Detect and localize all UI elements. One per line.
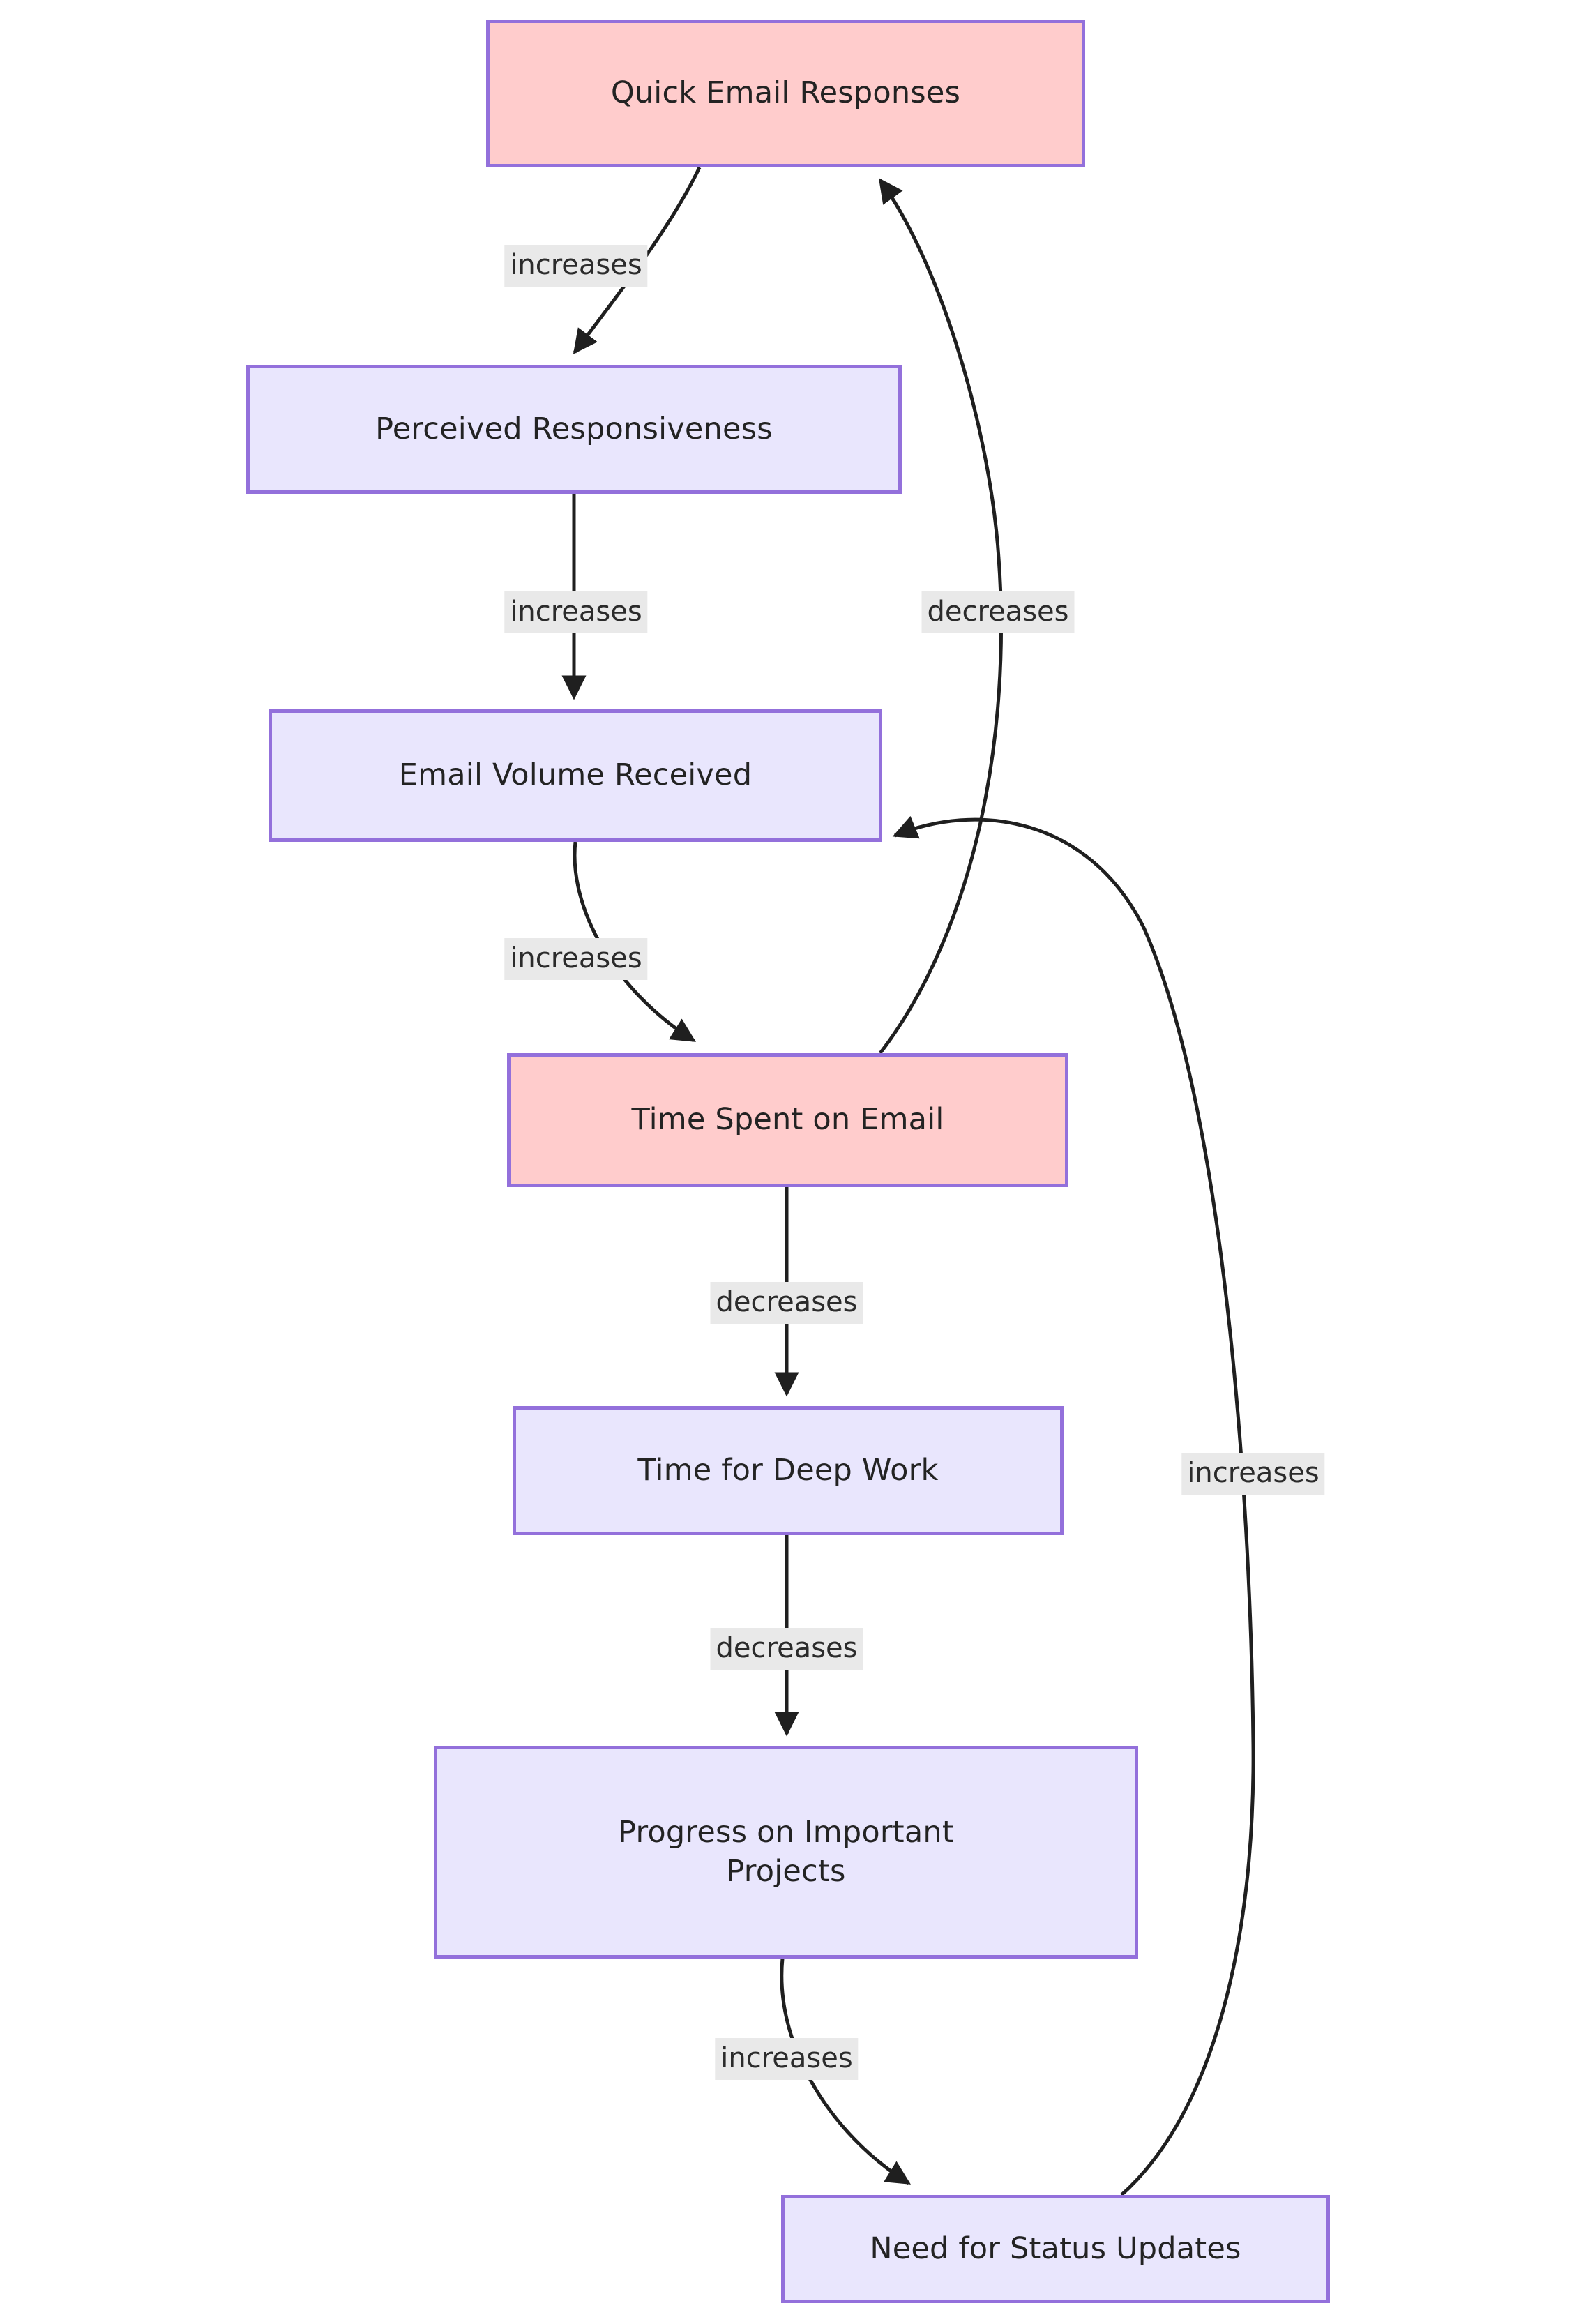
edge-status-updates-to-email-volume [892, 815, 1255, 2196]
node-time-for-deep-work[interactable]: Time for Deep Work [513, 1406, 1064, 1535]
edge-time-spent-on-email-to-quick-email [878, 178, 1003, 1055]
node-label: Quick Email Responses [610, 75, 961, 111]
node-label: Perceived Responsiveness [375, 411, 773, 446]
node-label: Time Spent on Email [631, 1102, 944, 1138]
edge-label-deep-work-to-progress: decreases [710, 1628, 863, 1670]
edge-label-progress-to-status-updates: increases [715, 2038, 859, 2080]
node-quick-email-responses[interactable]: Quick Email Responses [486, 20, 1085, 167]
node-need-for-status-updates[interactable]: Need for Status Updates [781, 2195, 1330, 2303]
node-perceived-responsiveness[interactable]: Perceived Responsiveness [246, 365, 902, 494]
node-label: Time for Deep Work [637, 1452, 939, 1488]
node-label: Need for Status Updates [870, 2231, 1241, 2266]
edge-progress-to-status-updates [780, 1958, 911, 2185]
edge-label-quick-email-to-perceived-responsiveness: increases [504, 245, 648, 287]
node-email-volume-received[interactable]: Email Volume Received [269, 709, 882, 842]
node-time-spent-on-email[interactable]: Time Spent on Email [507, 1053, 1068, 1187]
edge-label-time-spent-on-email-to-quick-email: decreases [921, 591, 1075, 633]
node-label: Progress on Important Projects [618, 1815, 954, 1889]
node-label: Email Volume Received [398, 757, 753, 793]
edge-label-time-spent-on-email-to-deep-work: decreases [710, 1282, 863, 1324]
edge-label-email-volume-to-time-spent-on-email: increases [504, 938, 648, 980]
edge-label-status-updates-to-email-volume: increases [1181, 1453, 1325, 1495]
edge-label-perceived-responsiveness-to-email-volume: increases [504, 591, 648, 633]
node-progress-on-important-projects[interactable]: Progress on Important Projects [434, 1746, 1138, 1959]
